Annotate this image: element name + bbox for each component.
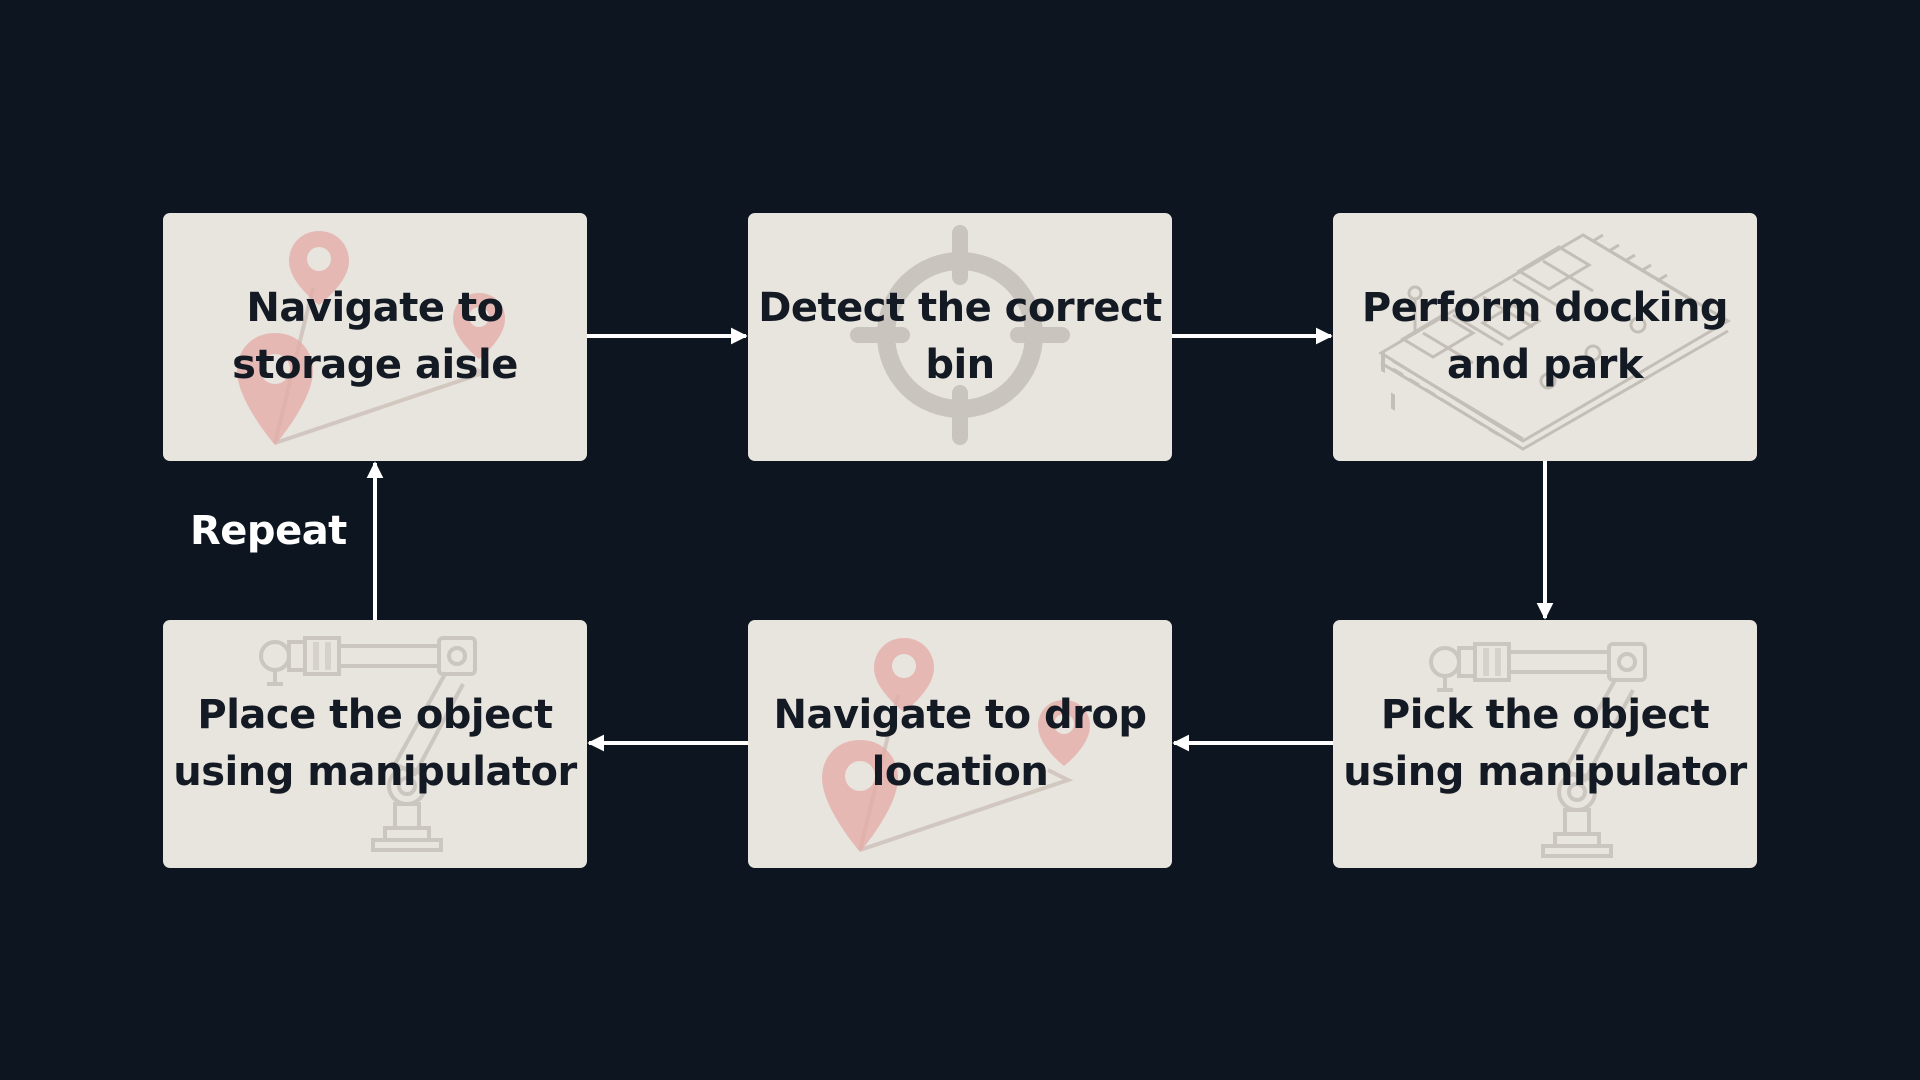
robotic-arm-icon: [259, 636, 477, 852]
robotic-arm-icon: [1429, 642, 1647, 858]
step-label: Detect the correct bin: [758, 285, 1162, 388]
parking-lot-icon: [1378, 233, 1731, 451]
map-pin-route-icon: [237, 231, 505, 445]
repeat-label: Repeat: [190, 508, 347, 554]
step-label: Navigate to storage aisle: [232, 285, 518, 388]
step-box-docking-park: Perform docking and park: [1333, 213, 1757, 461]
step-box-pick-object: Pick the object using manipulator: [1333, 620, 1757, 868]
map-pin-route-icon: [822, 638, 1090, 852]
step-label: Pick the object using manipulator: [1343, 692, 1747, 795]
crosshair-target-icon: [850, 225, 1070, 445]
step-box-detect-bin: Detect the correct bin: [748, 213, 1172, 461]
step-label: Perform docking and park: [1361, 285, 1729, 388]
step-label: Place the object using manipulator: [173, 692, 577, 795]
step-box-place-object: Place the object using manipulator: [163, 620, 587, 868]
step-box-navigate-storage: Navigate to storage aisle: [163, 213, 587, 461]
step-box-navigate-drop: Navigate to drop location: [748, 620, 1172, 868]
step-label: Navigate to drop location: [773, 692, 1147, 795]
